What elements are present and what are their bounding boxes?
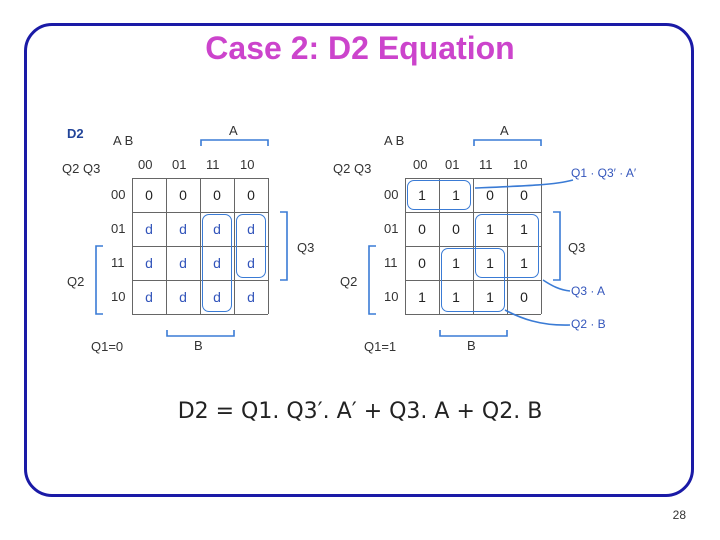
kmap-cell: 0	[145, 187, 153, 203]
kmap-cell: 1	[486, 289, 494, 305]
group-outline	[475, 214, 539, 278]
a-label: A	[229, 123, 238, 138]
var-ab-label: A B	[384, 133, 405, 148]
kmap-cell: 1	[452, 255, 460, 271]
row-header: 10	[384, 289, 399, 304]
slide-frame	[24, 23, 694, 497]
page-number: 28	[672, 508, 686, 522]
group-outline	[236, 214, 266, 278]
slide-title: Case 2: D2 Equation	[205, 30, 515, 66]
row-header: 10	[111, 289, 126, 304]
var-q2q3-label: Q2 Q3	[333, 161, 372, 176]
kmap-cell: 0	[247, 187, 255, 203]
row-header: 11	[384, 255, 398, 270]
map-caption: Q1=1	[364, 339, 397, 354]
col-header: 11	[479, 157, 493, 172]
kmap-cell: 1	[418, 187, 426, 203]
kmap-cell: 1	[418, 289, 426, 305]
b-label: B	[194, 338, 203, 353]
group-outline	[441, 248, 505, 312]
var-q2q3-label: Q2 Q3	[62, 161, 101, 176]
group-outline	[202, 214, 232, 312]
kmap-cell: 0	[486, 187, 494, 203]
q2-label: Q2	[340, 274, 358, 289]
kmap-cell: d	[213, 221, 221, 237]
kmap-cell: 1	[520, 255, 528, 271]
group-outline	[407, 180, 471, 210]
q2-label: Q2	[67, 274, 85, 289]
var-ab-label: A B	[113, 133, 134, 148]
col-header: 10	[513, 157, 528, 172]
annotation-term: Q1 · Q3′ · A′	[571, 166, 637, 180]
annotation-term: Q3 · A	[571, 284, 606, 298]
kmap-cell: d	[179, 221, 187, 237]
kmap-cell: d	[247, 255, 255, 271]
kmap-cell: d	[145, 255, 153, 271]
kmap-cell: 1	[452, 187, 460, 203]
row-header: 01	[111, 221, 126, 236]
map-caption: Q1=0	[91, 339, 124, 354]
row-header: 00	[111, 187, 126, 202]
kmap-cell: d	[247, 289, 255, 305]
kmap-grid: 0 0 0 0 d d d d d d d d d d d d	[132, 178, 269, 315]
b-label: B	[467, 338, 476, 353]
kmap-cell: 0	[520, 289, 528, 305]
kmap-cell: 0	[418, 255, 426, 271]
col-header: 00	[138, 157, 153, 172]
q3-label: Q3	[568, 240, 586, 255]
kmap-cell: d	[145, 221, 153, 237]
kmap-cell: d	[145, 289, 153, 305]
kmap-grid: 1 1 0 0 0 0 1 1 0 1 1 1 1 1 1 0	[405, 178, 542, 315]
kmap-cell: d	[213, 289, 221, 305]
kmap-cell: d	[179, 255, 187, 271]
col-header: 10	[240, 157, 255, 172]
kmap-cell: 1	[452, 289, 460, 305]
map-tag: D2	[67, 126, 84, 141]
kmap-cell: 0	[520, 187, 528, 203]
kmap-cell: 1	[486, 221, 494, 237]
col-header: 01	[172, 157, 187, 172]
col-header: 00	[413, 157, 428, 172]
annotation-term: Q2 · B	[571, 317, 606, 331]
kmap-cell: d	[247, 221, 255, 237]
row-header: 00	[384, 187, 399, 202]
row-header: 01	[384, 221, 399, 236]
col-header: 11	[206, 157, 220, 172]
kmap-cell: 1	[486, 255, 494, 271]
kmap-cell: 1	[520, 221, 528, 237]
q3-label: Q3	[297, 240, 315, 255]
kmap-cell: 0	[452, 221, 460, 237]
col-header: 01	[445, 157, 460, 172]
kmap-cell: d	[179, 289, 187, 305]
kmap-cell: 0	[418, 221, 426, 237]
kmap-cell: 0	[179, 187, 187, 203]
a-label: A	[500, 123, 509, 138]
row-header: 11	[111, 255, 125, 270]
kmap-cell: d	[213, 255, 221, 271]
d2-equation: D2 = Q1. Q3′. A′ + Q3. A + Q2. B	[177, 399, 543, 424]
kmap-cell: 0	[213, 187, 221, 203]
